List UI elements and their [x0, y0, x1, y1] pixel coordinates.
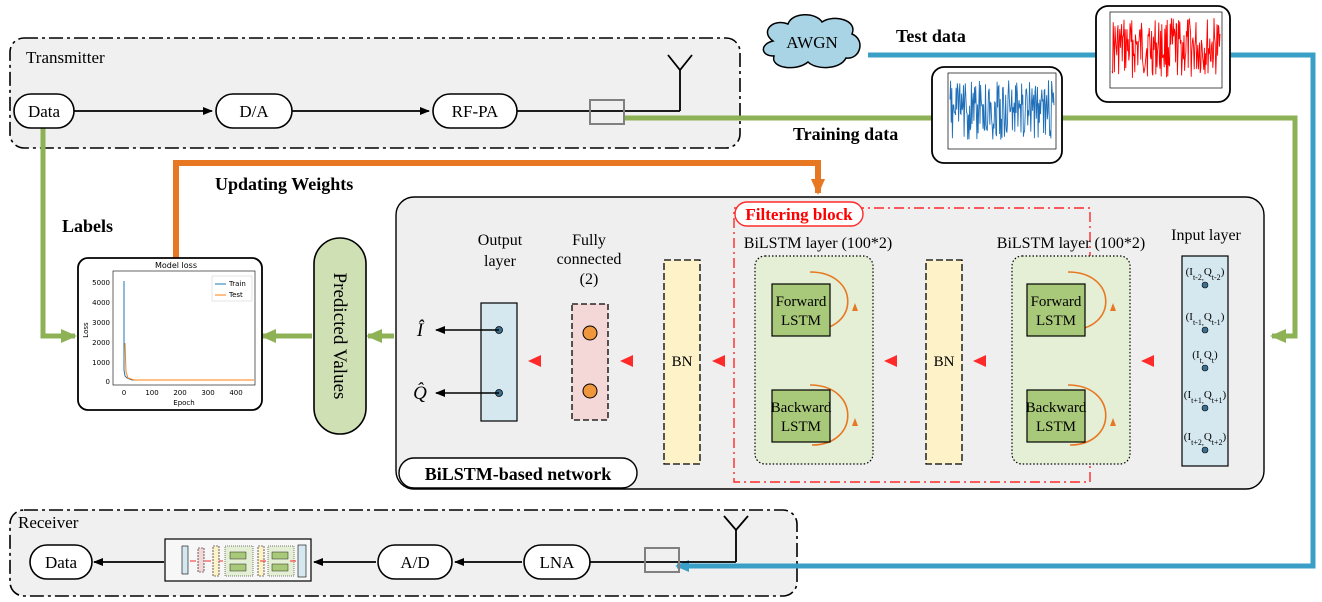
filtering-block-frame — [733, 207, 1091, 483]
fully-connected-label-1: Fully — [572, 232, 606, 249]
input-item-label: (It,Qt) — [1192, 349, 1218, 365]
labels-label: Labels — [62, 216, 113, 236]
fully-connected-label-3: (2) — [580, 271, 599, 288]
bn-block-2 — [925, 259, 963, 465]
backward-lstm-1-label: LSTM — [781, 419, 821, 435]
updating-weights-line — [173, 160, 825, 258]
loss-xtick: 300 — [201, 389, 214, 397]
loss-ytick: 2000 — [92, 339, 110, 347]
input-node — [1201, 364, 1209, 372]
tx-data-label: Data — [28, 102, 61, 121]
backward-lstm-1-label: Backward — [771, 400, 832, 416]
loss-ytick: 0 — [106, 378, 110, 386]
output-i-hat: Î — [416, 319, 425, 341]
forward-lstm-2 — [1026, 283, 1086, 337]
da-label: D/A — [239, 102, 269, 121]
lna-label: LNA — [540, 553, 576, 572]
rx-data-label: Data — [45, 553, 78, 572]
input-item-label: (It-2,Qt-2) — [1186, 266, 1225, 282]
network-name: BiLSTM-based network — [425, 464, 612, 484]
loss-ytick: 1000 — [92, 359, 110, 367]
transmitter-box — [9, 37, 741, 149]
input-item-label: (It+1,Qt+1) — [1184, 389, 1227, 405]
input-item-label: (It-1,Qt-1) — [1186, 311, 1225, 327]
loss-ytick: 3000 — [92, 319, 110, 327]
forward-lstm-1 — [771, 283, 831, 337]
output-layer-block — [480, 302, 518, 422]
loss-xtick: 0 — [122, 389, 126, 397]
updating-weights-label: Updating Weights — [215, 174, 353, 194]
loss-xtick: 400 — [229, 389, 242, 397]
fully-connected-label-2: connected — [557, 251, 622, 268]
legend-train: Train — [228, 280, 246, 288]
forward-lstm-1-label: LSTM — [781, 313, 821, 329]
input-node — [1201, 446, 1209, 454]
tx-antenna-icon — [667, 54, 693, 72]
ad-block — [377, 544, 453, 580]
input-item-label: (It+2,Qt+2) — [1184, 431, 1227, 447]
bilstm-layer-label-2: BiLSTM layer (100*2) — [997, 235, 1145, 252]
loss-xtick: 200 — [173, 389, 186, 397]
transmitter-title: Transmitter — [26, 48, 105, 67]
bilstm-layer-label-1: BiLSTM layer (100*2) — [744, 235, 892, 252]
awgn-label: AWGN — [786, 33, 838, 52]
input-layer-block — [1181, 255, 1229, 467]
rx-data-block — [29, 544, 93, 580]
loss-xlabel: Epoch — [173, 399, 194, 407]
filtering-block-label: Filtering block — [745, 205, 853, 224]
loss-ytick: 4000 — [92, 299, 110, 307]
test-data-label: Test data — [896, 26, 966, 46]
input-node — [1201, 404, 1209, 412]
bn-label-2: BN — [934, 354, 955, 370]
model-loss-plot: Model loss 5000 4000 3000 2000 1000 0 0 … — [77, 257, 263, 411]
rx-antenna-icon — [723, 515, 749, 532]
loss-ylabel: Loss — [82, 322, 90, 338]
predicted-values-label: Predicted Values — [329, 273, 350, 400]
predicted-values-block — [313, 237, 367, 435]
forward-lstm-2-label: Forward — [1031, 294, 1082, 310]
loss-plot-title: Model loss — [155, 261, 197, 270]
test-loss-line — [124, 342, 254, 381]
tx-coupler — [589, 99, 625, 125]
test-data-line — [675, 52, 1316, 572]
labels-line — [40, 128, 77, 343]
loss-xtick: 100 — [145, 389, 158, 397]
legend-test: Test — [228, 291, 243, 299]
test-signal-plot — [1095, 5, 1231, 103]
fully-connected-block — [571, 303, 609, 421]
output-layer-label-2: layer — [484, 253, 517, 270]
backward-lstm-2-label: Backward — [1026, 400, 1087, 416]
backward-lstm-1 — [771, 389, 831, 443]
output-q-hat: Q̂ — [413, 383, 427, 404]
awgn-cloud-icon — [762, 14, 861, 69]
receiver-title: Receiver — [18, 513, 79, 532]
input-layer-label: Input layer — [1171, 227, 1241, 244]
bn-block-1 — [663, 259, 701, 465]
backward-lstm-2-label: LSTM — [1036, 419, 1076, 435]
input-node — [1201, 326, 1209, 334]
forward-lstm-1-label: Forward — [776, 294, 827, 310]
input-node — [1201, 281, 1209, 289]
forward-lstm-2-label: LSTM — [1036, 313, 1076, 329]
backward-lstm-2 — [1026, 389, 1086, 443]
output-layer-label-1: Output — [478, 232, 523, 249]
training-data-label: Training data — [793, 124, 898, 144]
bn-label-1: BN — [672, 354, 693, 370]
rx-coupler — [644, 547, 680, 573]
ad-label: A/D — [400, 553, 429, 572]
mini-network-thumbnail — [164, 538, 312, 582]
loss-ytick: 5000 — [92, 279, 110, 287]
training-signal-plot — [931, 66, 1063, 164]
rfpa-label: RF-PA — [452, 102, 499, 121]
